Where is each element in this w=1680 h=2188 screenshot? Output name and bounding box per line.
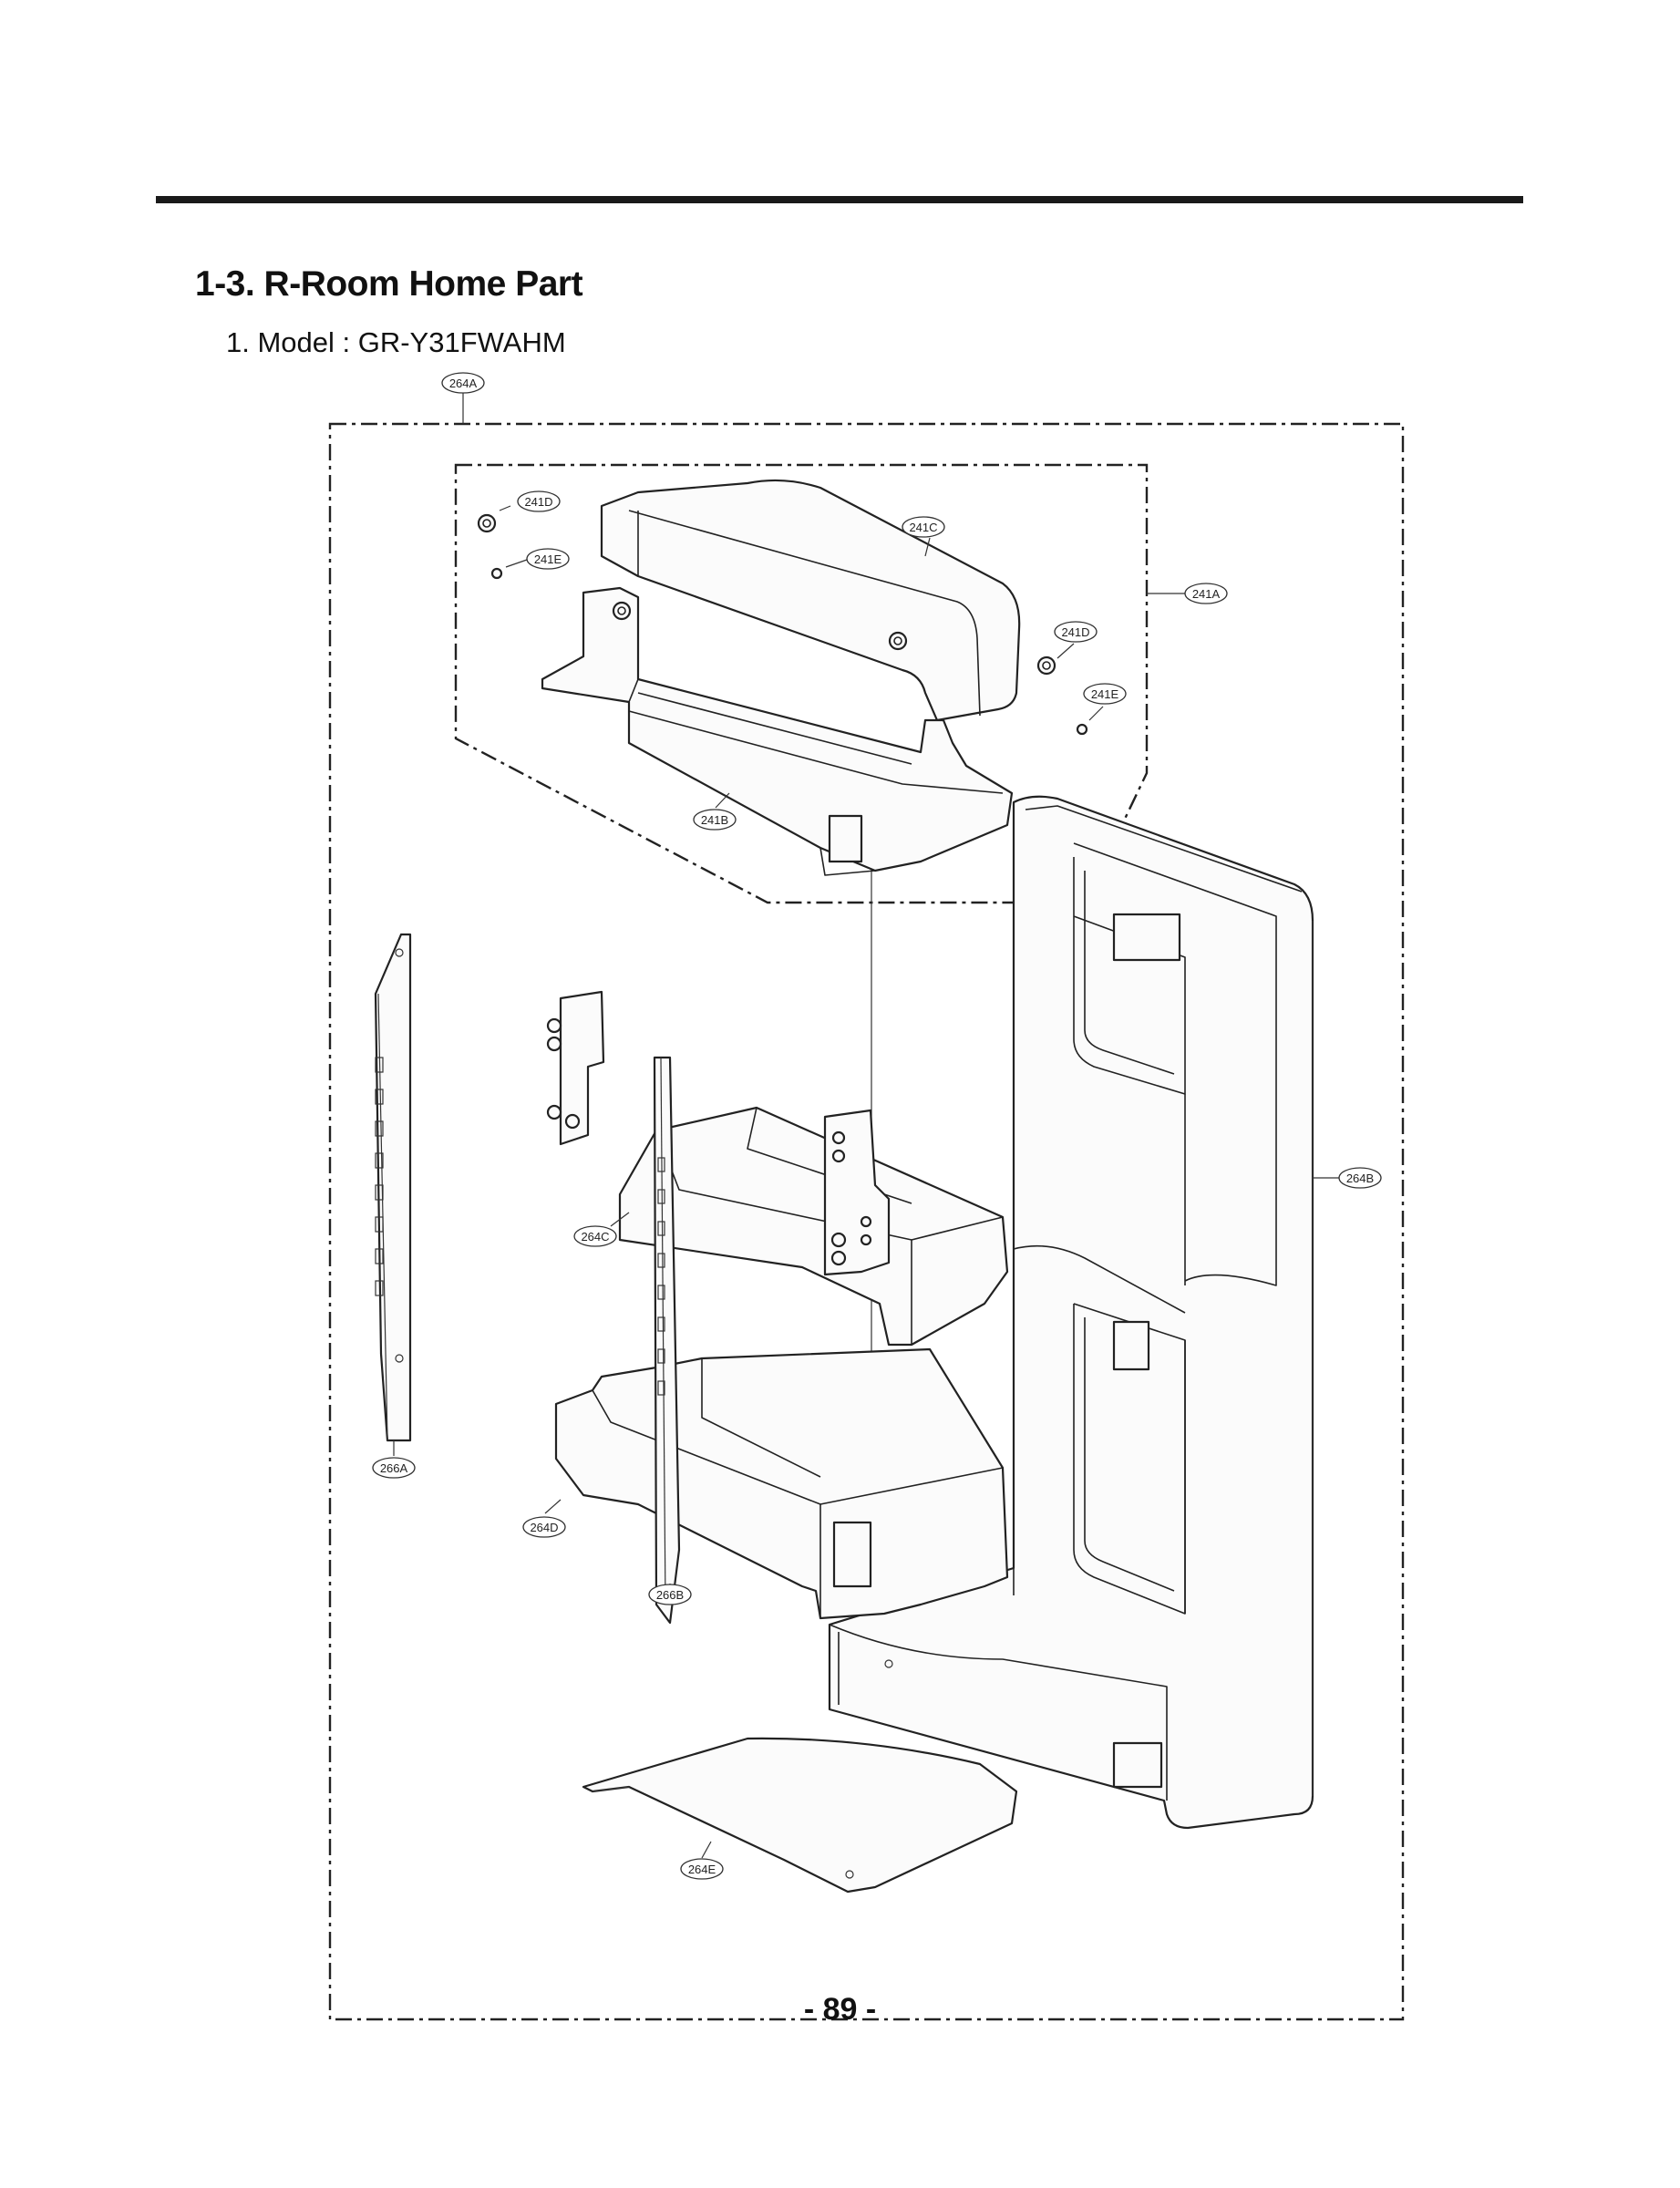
callout-264a: 264A [441,372,485,394]
model-subtitle: 1. Model : GR-Y31FWAHM [226,326,566,358]
callout-264e: 264E [680,1858,724,1880]
liner-socket-middle [1112,1320,1150,1371]
callout-241d-right: 241D [1054,621,1098,643]
page-number: - 89 - [803,1992,877,2027]
assembly-frame-241a [454,463,1149,904]
svg-text:241E: 241E [534,552,562,566]
callout-241e-right: 241E [1083,683,1127,705]
svg-text:264C: 264C [581,1230,609,1244]
callout-266a: 266A [372,1457,416,1479]
washer-241d-left [477,513,497,533]
callout-241e-top: 241E [526,548,570,570]
header-rule [156,196,1523,203]
assembly-frame-264a [328,422,1405,2021]
svg-text:241D: 241D [1061,625,1089,639]
door-basket-264d [554,1347,1009,1620]
door-liner-264b [828,795,1314,1830]
washer-241d-right [1036,655,1056,676]
callout-264c: 264C [573,1225,617,1247]
callout-266b: 266B [648,1584,692,1605]
svg-text:264D: 264D [530,1521,558,1534]
screw-241e-left [490,567,503,580]
liner-socket-lower [1112,1741,1163,1789]
callout-241b: 241B [693,809,737,831]
svg-text:264E: 264E [688,1863,716,1876]
basket-clip-lower [832,1521,872,1588]
svg-text:266B: 266B [656,1588,684,1602]
basket-clip [828,814,863,863]
door-basket-264c [618,1106,1009,1347]
screw-241e-right [1076,723,1088,736]
hinge-bracket-left [546,990,605,1146]
svg-text:241B: 241B [701,813,728,827]
svg-text:266A: 266A [380,1461,408,1475]
svg-text:264B: 264B [1346,1171,1374,1185]
svg-text:241D: 241D [524,495,552,509]
door-basket-241b [541,586,1014,876]
section-title: 1-3. R-Room Home Part [195,264,583,304]
basket-cover-241c [600,479,1021,722]
bottom-plate-264e [582,1737,1018,1894]
svg-text:241C: 241C [909,521,937,534]
svg-text:241E: 241E [1091,687,1119,701]
hinge-bracket-right [823,1109,891,1276]
liner-socket-upper [1112,913,1181,962]
callout-241c: 241C [902,516,945,538]
callout-264d: 264D [522,1516,566,1538]
callout-241a: 241A [1184,583,1228,604]
svg-text:264A: 264A [449,377,478,390]
callout-241d-top: 241D [517,490,561,512]
side-rail-266a [374,933,412,1442]
svg-text:241A: 241A [1192,587,1221,601]
callout-264b: 264B [1338,1167,1382,1189]
